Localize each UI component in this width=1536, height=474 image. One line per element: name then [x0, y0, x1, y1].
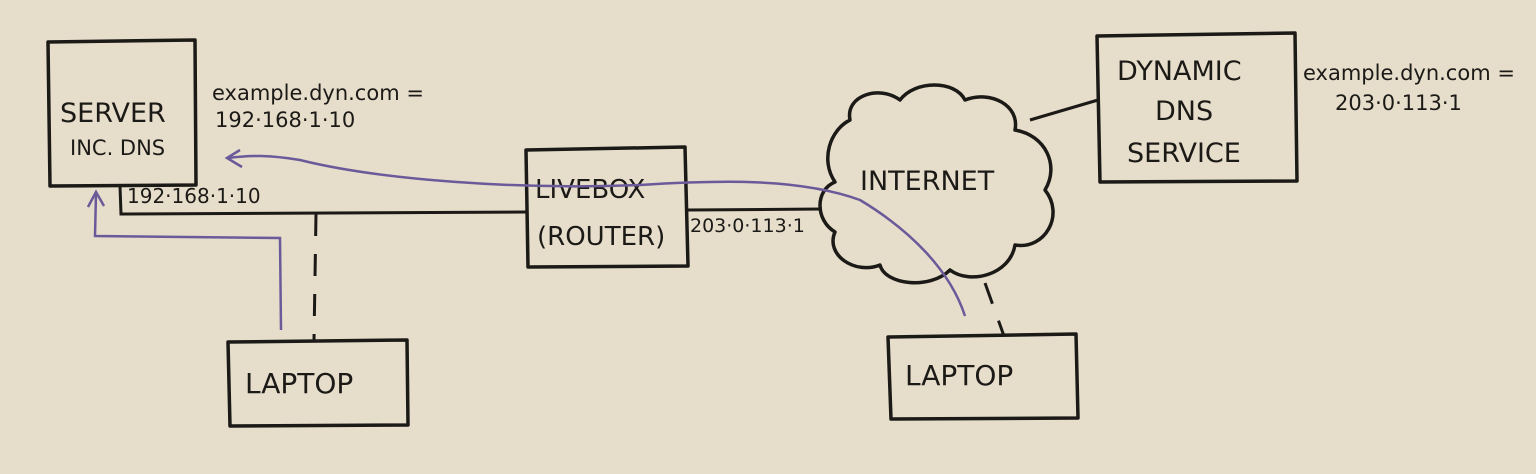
server-sublabel: INC. DNS: [70, 136, 165, 160]
laptop-local: LAPTOP: [226, 338, 410, 428]
internet-cloud: [818, 83, 1055, 285]
wifi-link-remote: [983, 282, 1006, 337]
wan-cable: [687, 207, 823, 212]
router-label: LIVEBOX: [535, 175, 645, 205]
router-sublabel: (ROUTER): [537, 222, 665, 252]
server-dns-note-1: example.dyn.com =: [212, 81, 424, 105]
ddns-label-1: DYNAMIC: [1117, 56, 1242, 87]
server-ip-label: 192·168·1·10: [127, 184, 261, 208]
ddns-note-2: 203·0·113·1: [1335, 91, 1462, 115]
router-node: LIVEBOX (ROUTER): [524, 145, 690, 269]
laptop-remote-label: LAPTOP: [905, 359, 1013, 392]
server-node: SERVER INC. DNS: [46, 38, 198, 188]
laptop-local-label: LAPTOP: [245, 367, 353, 400]
ddns-note-1: example.dyn.com =: [1303, 61, 1515, 85]
lan-cable: [118, 185, 527, 216]
laptop-remote: LAPTOP: [886, 332, 1080, 421]
server-box: [46, 38, 198, 188]
ddns-label-2: DNS: [1155, 96, 1213, 127]
ddns-link: [1029, 98, 1099, 122]
remote-lookup-arrow: [227, 154, 967, 317]
laptop-remote-box: [886, 332, 1080, 421]
laptop-local-box: [226, 338, 410, 428]
ddns-label-3: SERVICE: [1127, 138, 1241, 169]
router-wan-ip: 203·0·113·1: [690, 215, 805, 237]
wifi-link-local: [312, 213, 318, 341]
server-label: SERVER: [60, 98, 166, 129]
server-dns-note-2: 192·168·1·10: [215, 108, 355, 132]
local-arrowhead-icon: [86, 189, 106, 208]
internet-label: INTERNET: [860, 166, 995, 197]
ddns-node: DYNAMIC DNS SERVICE: [1095, 31, 1299, 184]
local-lookup-arrow: [93, 192, 283, 331]
router-box: [524, 145, 690, 269]
ddns-box: [1095, 31, 1299, 184]
remote-arrowhead-icon: [224, 148, 243, 169]
